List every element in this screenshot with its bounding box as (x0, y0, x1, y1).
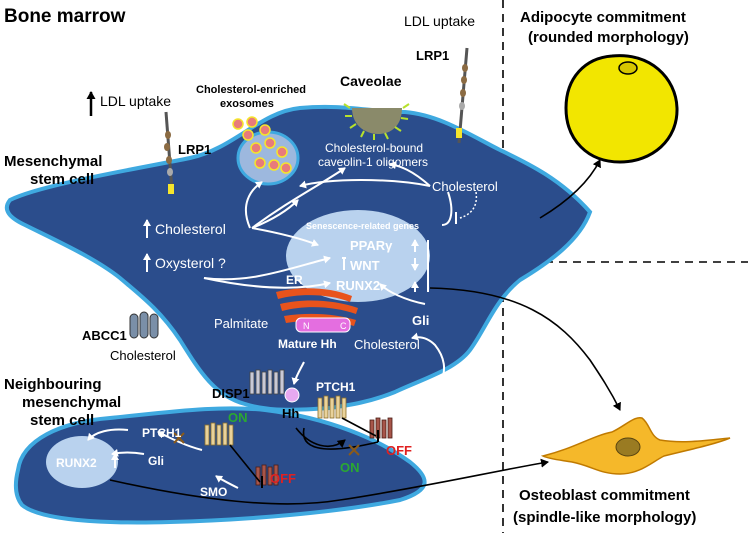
smo-main-label: SMO (368, 402, 395, 416)
exosome-cluster (232, 116, 300, 186)
caveolae-label: Caveolae (340, 73, 402, 89)
gli-main-label: Gli (412, 313, 429, 328)
wnt-label: WNT (350, 258, 380, 273)
lrp1-left-label: LRP1 (178, 142, 211, 157)
mature-hh-label: Mature Hh (278, 337, 337, 351)
abcc1-transporter-icon (129, 311, 159, 339)
caveola-icon (343, 103, 410, 140)
off-right-label: OFF (386, 443, 412, 458)
lrp1-right-label: LRP1 (416, 48, 449, 63)
ldl-uptake-left: LDL uptake (100, 93, 171, 109)
osteoblast-cell (540, 417, 731, 475)
ptch-smo-line-main (341, 417, 377, 437)
gli-small-label: Gli (148, 454, 164, 468)
ptch1-small-label: PTCH1 (142, 426, 182, 440)
disp1-transporter-icon (249, 369, 285, 395)
on-top-label: ON (228, 410, 248, 425)
c-terminal-label: C (340, 321, 347, 331)
runx2-small-label: RUNX2 (56, 456, 97, 470)
ptch1-main-label: PTCH1 (316, 380, 356, 394)
palmitate-label: Palmitate (214, 316, 268, 331)
lrp1-receptor-left (164, 111, 174, 194)
hh-label: Hh (282, 406, 299, 421)
exosomes-label-line2: exosomes (220, 98, 274, 110)
mesenchymal-label-line2: stem cell (30, 171, 94, 188)
nucleus-small (46, 436, 118, 488)
er-label: ER (286, 273, 303, 287)
dotted-inhibition (459, 191, 478, 219)
smo-receptor-main (369, 417, 393, 439)
hh-ligand-icon (284, 387, 300, 403)
abcc1-label: ABCC1 (82, 328, 127, 343)
cholesterol-hh-label: Cholesterol (354, 337, 420, 352)
black-commitment-arrows (109, 159, 621, 505)
ptch-smo-line-neighbour (229, 444, 261, 483)
adipocyte-label-line2: (rounded morphology) (528, 29, 689, 46)
neighbour-label-line1: Neighbouring (4, 376, 102, 393)
runx2-main-label: RUNX2 (336, 278, 380, 293)
bone-marrow-title: Bone marrow (4, 6, 126, 27)
smo-receptor-neighbour (255, 464, 279, 486)
ldl-uptake-right: LDL uptake (404, 13, 475, 29)
increase-arrows (111, 219, 151, 468)
nucleus-regulation-arrows (342, 239, 429, 292)
cross-marks (173, 432, 360, 456)
cholesterol-left-label: Cholesterol (155, 221, 226, 237)
on-bottom-label: ON (340, 460, 360, 475)
mesenchymal-label-line1: Mesenchymal (4, 153, 102, 170)
mature-hh-protein: N C (295, 317, 351, 333)
neighbouring-stem-cell-body (13, 406, 427, 525)
exosomes-label-line1: Cholesterol-enriched (196, 84, 306, 96)
smo-small-label: SMO (200, 485, 227, 499)
disp1-label: DISP1 (212, 386, 250, 401)
ptch1-receptor-main (317, 395, 347, 419)
oxysterol-label: Oxysterol ? (155, 255, 226, 271)
adipocyte-label-line1: Adipocyte commitment (520, 9, 686, 26)
white-flow-arrows (87, 161, 453, 489)
n-terminal-label: N (303, 321, 310, 331)
caveolin-label-line2: caveolin-1 oligomers (318, 155, 428, 169)
adipocyte-cell (564, 54, 679, 164)
lrp1-receptor-right (456, 47, 469, 144)
cholesterol-right-label: Cholesterol (432, 179, 498, 194)
nucleus (286, 210, 430, 302)
ptch1-receptor-neighbour (204, 422, 234, 446)
caveolin-label-line1: Cholesterol-bound (325, 141, 423, 155)
neighbour-label-line2: mesenchymal (22, 394, 121, 411)
senescence-genes-label: Senescence-related genes (306, 221, 419, 231)
osteoblast-label-line1: Osteoblast commitment (519, 487, 690, 504)
cholesterol-abcc1-label: Cholesterol (110, 348, 176, 363)
neighbour-label-line3: stem cell (30, 412, 94, 429)
ppar-label: PPARγ (350, 238, 393, 253)
osteoblast-label-line2: (spindle-like morphology) (513, 509, 696, 526)
off-left-label: OFF (270, 471, 296, 486)
